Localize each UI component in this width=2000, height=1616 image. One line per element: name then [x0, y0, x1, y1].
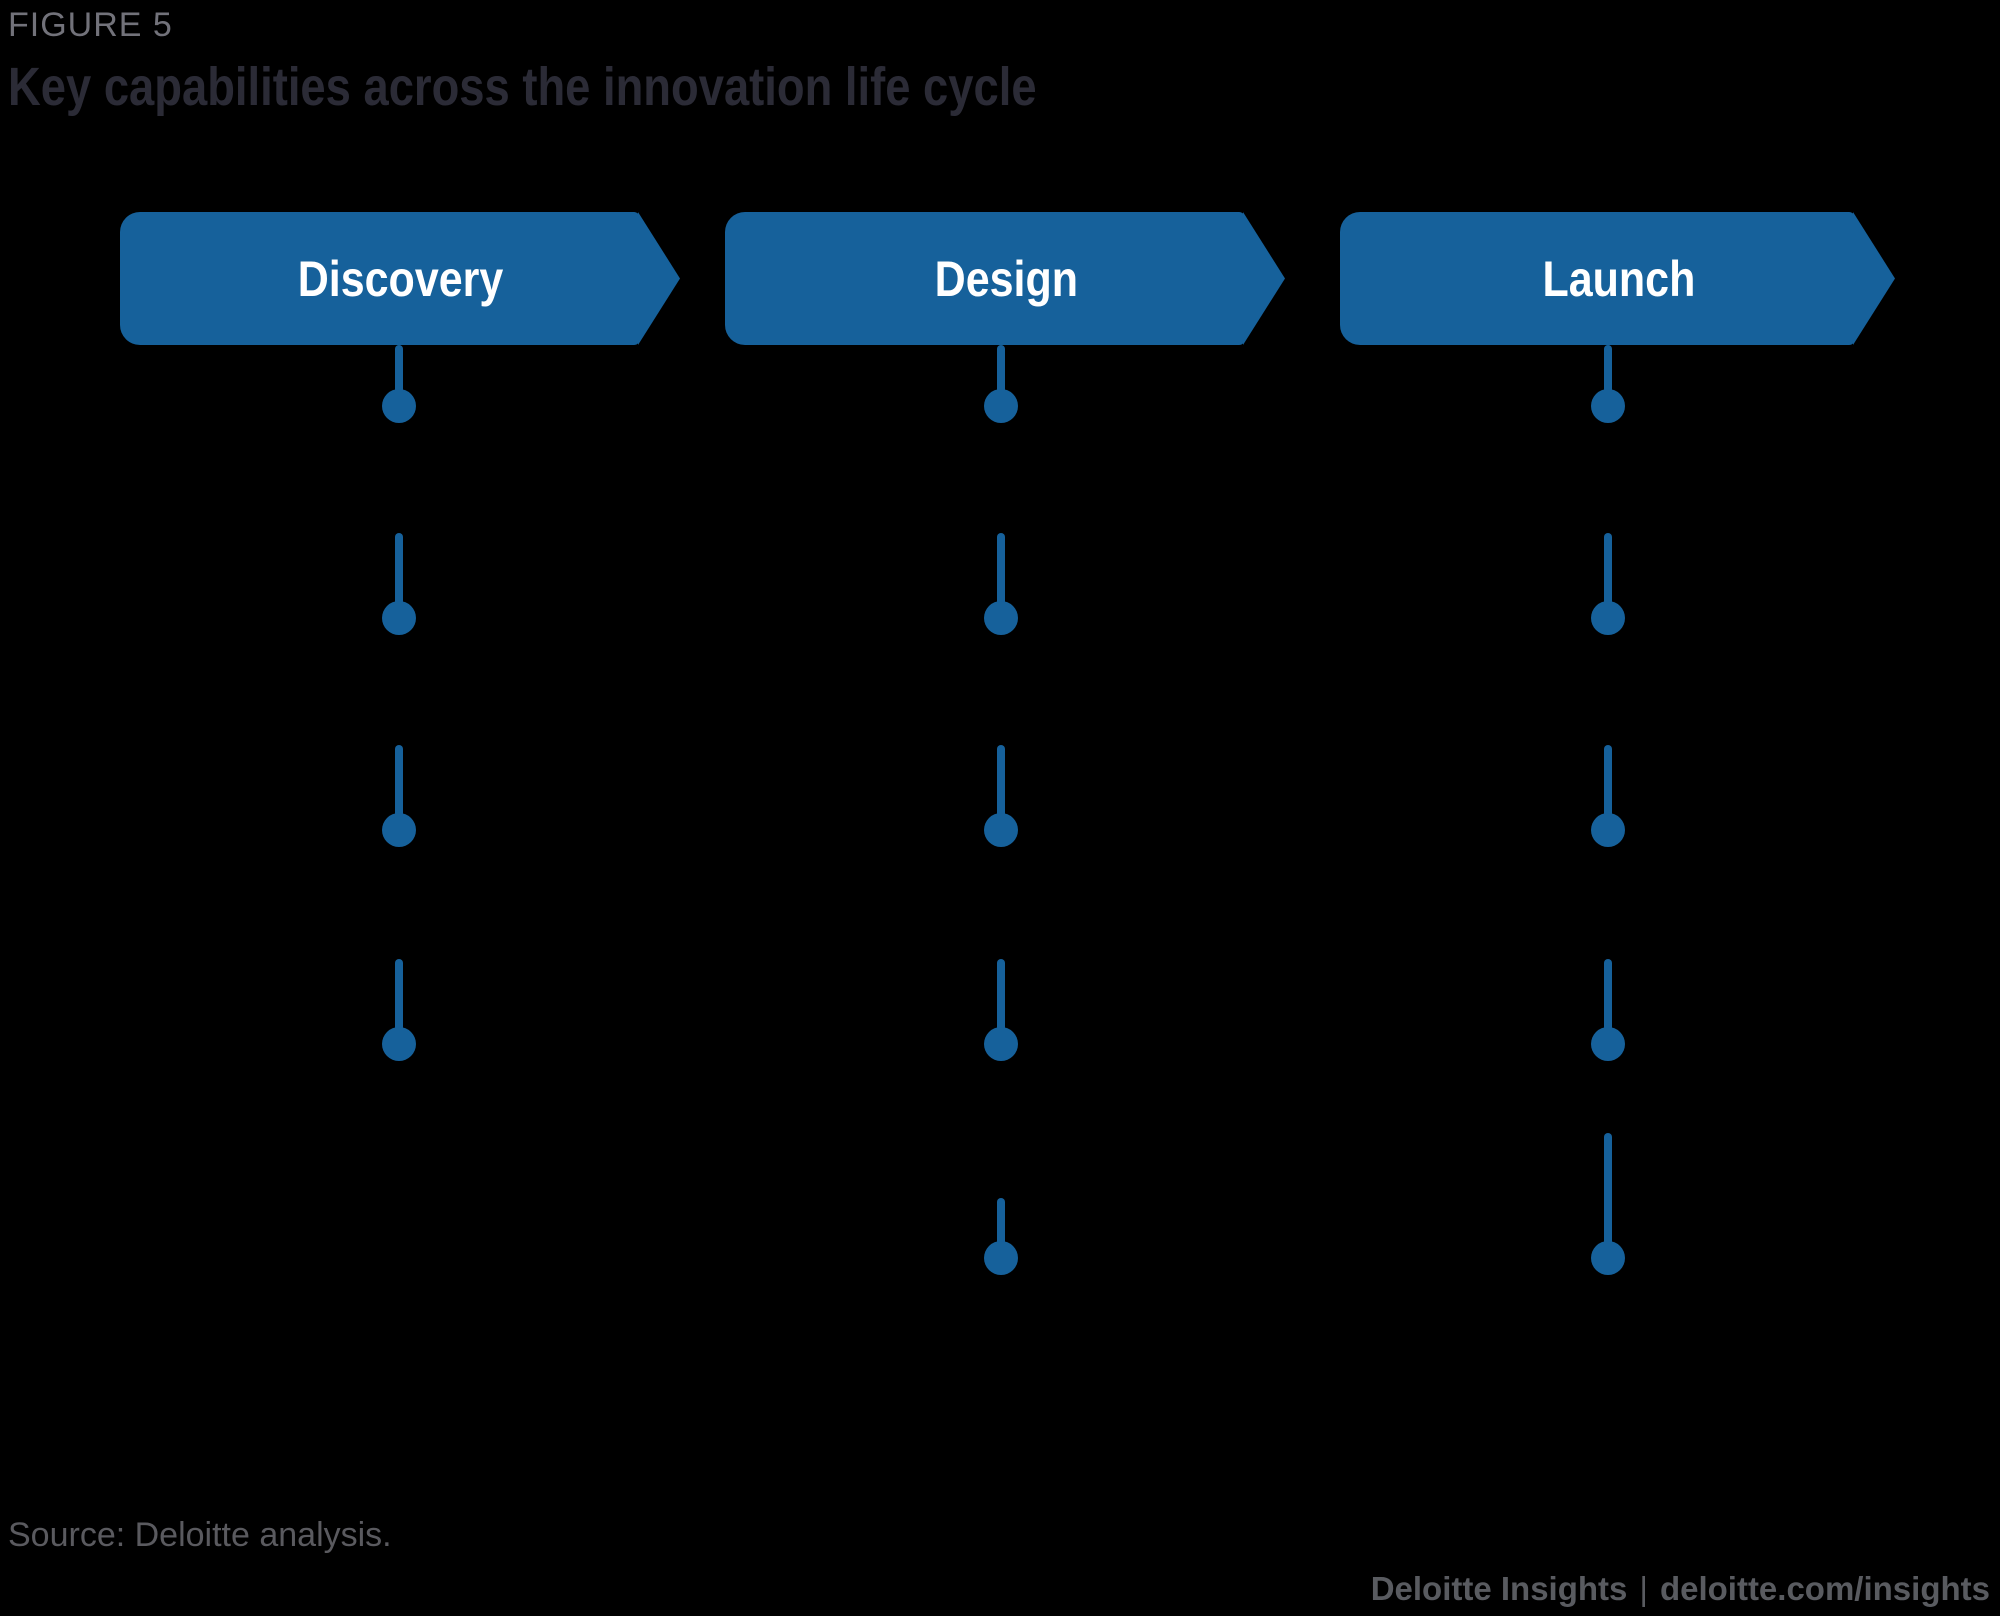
timeline-dot-design-1 [984, 389, 1018, 423]
footer-credit: Deloitte Insights | deloitte.com/insights [1371, 1570, 1990, 1608]
timeline-dot-launch-2 [1591, 601, 1625, 635]
source-note: Source: Deloitte analysis. [8, 1516, 392, 1554]
timeline-line-design-5 [997, 1198, 1005, 1258]
phase-arrow-discovery: Discovery [120, 212, 680, 345]
timeline-dot-launch-3 [1591, 813, 1625, 847]
timeline-line-launch-3 [1604, 745, 1612, 830]
phase-label-discovery: Discovery [298, 250, 504, 307]
timeline-dot-design-3 [984, 813, 1018, 847]
figure-number-label: FIGURE 5 [8, 6, 173, 44]
phase-label-design: Design [934, 250, 1078, 307]
timeline-line-design-4 [997, 959, 1005, 1044]
timeline-dot-discovery-1 [382, 389, 416, 423]
phase-arrow-launch: Launch [1340, 212, 1895, 345]
timeline-line-discovery-1 [395, 345, 403, 406]
timeline-line-discovery-2 [395, 533, 403, 618]
timeline-line-discovery-3 [395, 745, 403, 830]
footer-brand: Deloitte Insights [1370, 1570, 1628, 1607]
timeline-dot-design-4 [984, 1027, 1018, 1061]
footer-separator: | [1639, 1570, 1648, 1607]
timeline-dot-discovery-2 [382, 601, 416, 635]
timeline-dot-discovery-4 [382, 1027, 416, 1061]
timeline-dot-discovery-3 [382, 813, 416, 847]
timeline-dot-design-5 [984, 1241, 1018, 1275]
timeline-line-launch-4 [1604, 959, 1612, 1044]
timeline-dot-launch-1 [1591, 389, 1625, 423]
timeline-dot-launch-4 [1591, 1027, 1625, 1061]
phase-arrow-design: Design [725, 212, 1285, 345]
timeline-dot-design-2 [984, 601, 1018, 635]
phase-label-launch: Launch [1542, 250, 1695, 307]
timeline-line-design-3 [997, 745, 1005, 830]
timeline-line-design-2 [997, 533, 1005, 618]
footer-url: deloitte.com/insights [1659, 1570, 1990, 1607]
timeline-dot-launch-5 [1591, 1241, 1625, 1275]
timeline-line-launch-5 [1604, 1133, 1612, 1258]
timeline-line-design-1 [997, 345, 1005, 406]
figure-title: Key capabilities across the innovation l… [8, 57, 1037, 117]
timeline-line-launch-1 [1604, 345, 1612, 406]
timeline-line-discovery-4 [395, 959, 403, 1044]
timeline-line-launch-2 [1604, 533, 1612, 618]
